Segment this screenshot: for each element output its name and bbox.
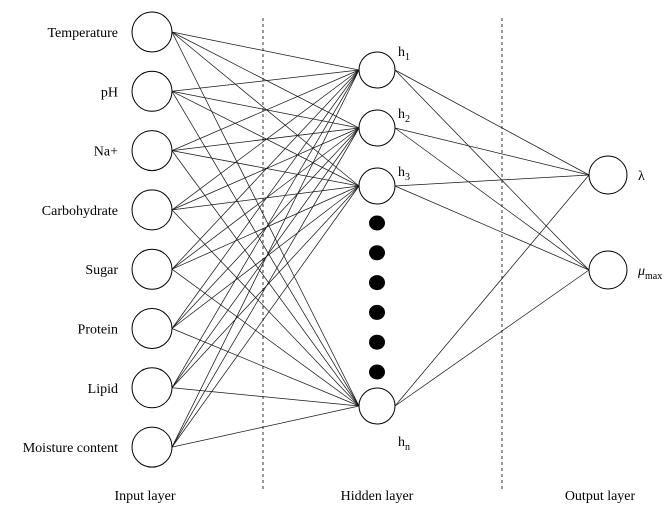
input-node	[131, 248, 173, 290]
edge-input-5-hidden-3	[171, 328, 360, 407]
edge-input-7-hidden-2	[171, 185, 360, 448]
input-node-label: Carbohydrate	[42, 204, 118, 219]
input-node-label: pH	[101, 85, 118, 100]
edge-input-5-hidden-2	[171, 185, 360, 329]
hidden-node-label-subscript: 3	[405, 172, 410, 183]
edge-hidden-0-output-1	[394, 69, 590, 271]
hidden-node-label-subscript: 2	[405, 114, 410, 125]
edge-input-7-hidden-1	[171, 127, 360, 448]
ellipsis-dot	[369, 275, 385, 291]
edge-input-2-hidden-0	[171, 69, 360, 151]
input-node	[131, 367, 173, 409]
output-node-label: λ	[638, 169, 645, 184]
hidden-node	[358, 387, 396, 425]
edge-input-1-hidden-1	[171, 90, 360, 129]
connection-edges	[171, 31, 590, 448]
ellipsis-dot	[369, 304, 385, 320]
edge-input-3-hidden-0	[171, 69, 360, 211]
ellipsis-dot	[369, 245, 385, 261]
output-node-label: μmax	[637, 264, 662, 282]
hidden-node-label: h2	[398, 107, 410, 125]
hidden-node	[358, 109, 396, 147]
edge-input-4-hidden-1	[171, 127, 360, 270]
hidden-node-label-subscript: n	[405, 442, 410, 453]
hidden-node-label: h1	[398, 45, 410, 63]
input-node	[131, 11, 173, 53]
edge-hidden-1-output-1	[394, 127, 590, 271]
output-node-label-subscript: max	[645, 271, 662, 282]
edge-input-4-hidden-2	[171, 185, 360, 270]
edge-input-0-hidden-2	[171, 31, 360, 187]
edge-input-0-hidden-0	[171, 31, 360, 71]
input-layer-label: Input layer	[114, 489, 175, 504]
input-node	[131, 70, 173, 112]
input-node-label: Sugar	[85, 263, 118, 278]
edge-input-1-hidden-2	[171, 90, 360, 187]
edge-input-2-hidden-3	[171, 150, 360, 407]
edge-input-6-hidden-0	[171, 69, 360, 388]
edge-hidden-0-output-0	[394, 69, 590, 176]
edge-hidden-2-output-0	[394, 174, 590, 187]
input-node	[131, 189, 173, 231]
ellipsis-dot	[369, 215, 385, 231]
hidden-node-label: h3	[398, 165, 410, 183]
output-node	[588, 250, 628, 290]
edge-hidden-1-output-0	[394, 127, 590, 176]
input-node	[131, 426, 173, 468]
edge-input-5-hidden-0	[171, 69, 360, 329]
edge-input-3-hidden-3	[171, 209, 360, 407]
edge-input-3-hidden-1	[171, 127, 360, 211]
input-node-label: Na+	[94, 145, 118, 160]
edge-input-1-hidden-0	[171, 69, 360, 92]
edge-input-7-hidden-0	[171, 69, 360, 448]
neuron-nodes	[131, 11, 628, 468]
hidden-layer-label: Hidden layer	[341, 489, 414, 504]
edge-hidden-2-output-1	[394, 185, 590, 271]
input-node-label: Protein	[78, 323, 118, 338]
edge-input-2-hidden-1	[171, 127, 360, 151]
edge-hidden-3-output-0	[394, 174, 590, 407]
edge-input-0-hidden-1	[171, 31, 360, 129]
input-node-label: Lipid	[88, 382, 118, 397]
hidden-node-label-subscript: 1	[405, 52, 410, 63]
node-labels: Temperature pH Na+ CarbohydrateSugarProtein…	[23, 26, 663, 456]
input-node	[131, 130, 173, 172]
edge-input-7-hidden-3	[171, 405, 360, 448]
hidden-node-label: hn	[398, 435, 410, 453]
input-node-label: Temperature	[47, 26, 118, 41]
layer-dividers	[262, 18, 503, 492]
hidden-node	[358, 51, 396, 89]
input-node	[131, 308, 173, 349]
input-node-label: Moisture content	[23, 441, 118, 456]
output-node	[588, 155, 628, 195]
edge-input-4-hidden-3	[171, 268, 360, 407]
ellipsis-dot	[369, 364, 385, 380]
edge-hidden-3-output-1	[394, 269, 590, 407]
edge-input-0-hidden-3	[171, 31, 360, 407]
edge-input-2-hidden-2	[171, 150, 360, 187]
edge-input-6-hidden-3	[171, 387, 360, 407]
ellipsis-dot	[369, 334, 385, 350]
edge-input-3-hidden-2	[171, 185, 360, 211]
edge-input-1-hidden-3	[171, 91, 360, 407]
edge-input-4-hidden-0	[171, 69, 360, 270]
hidden-node	[358, 167, 396, 205]
output-layer-label: Output layer	[565, 489, 636, 504]
